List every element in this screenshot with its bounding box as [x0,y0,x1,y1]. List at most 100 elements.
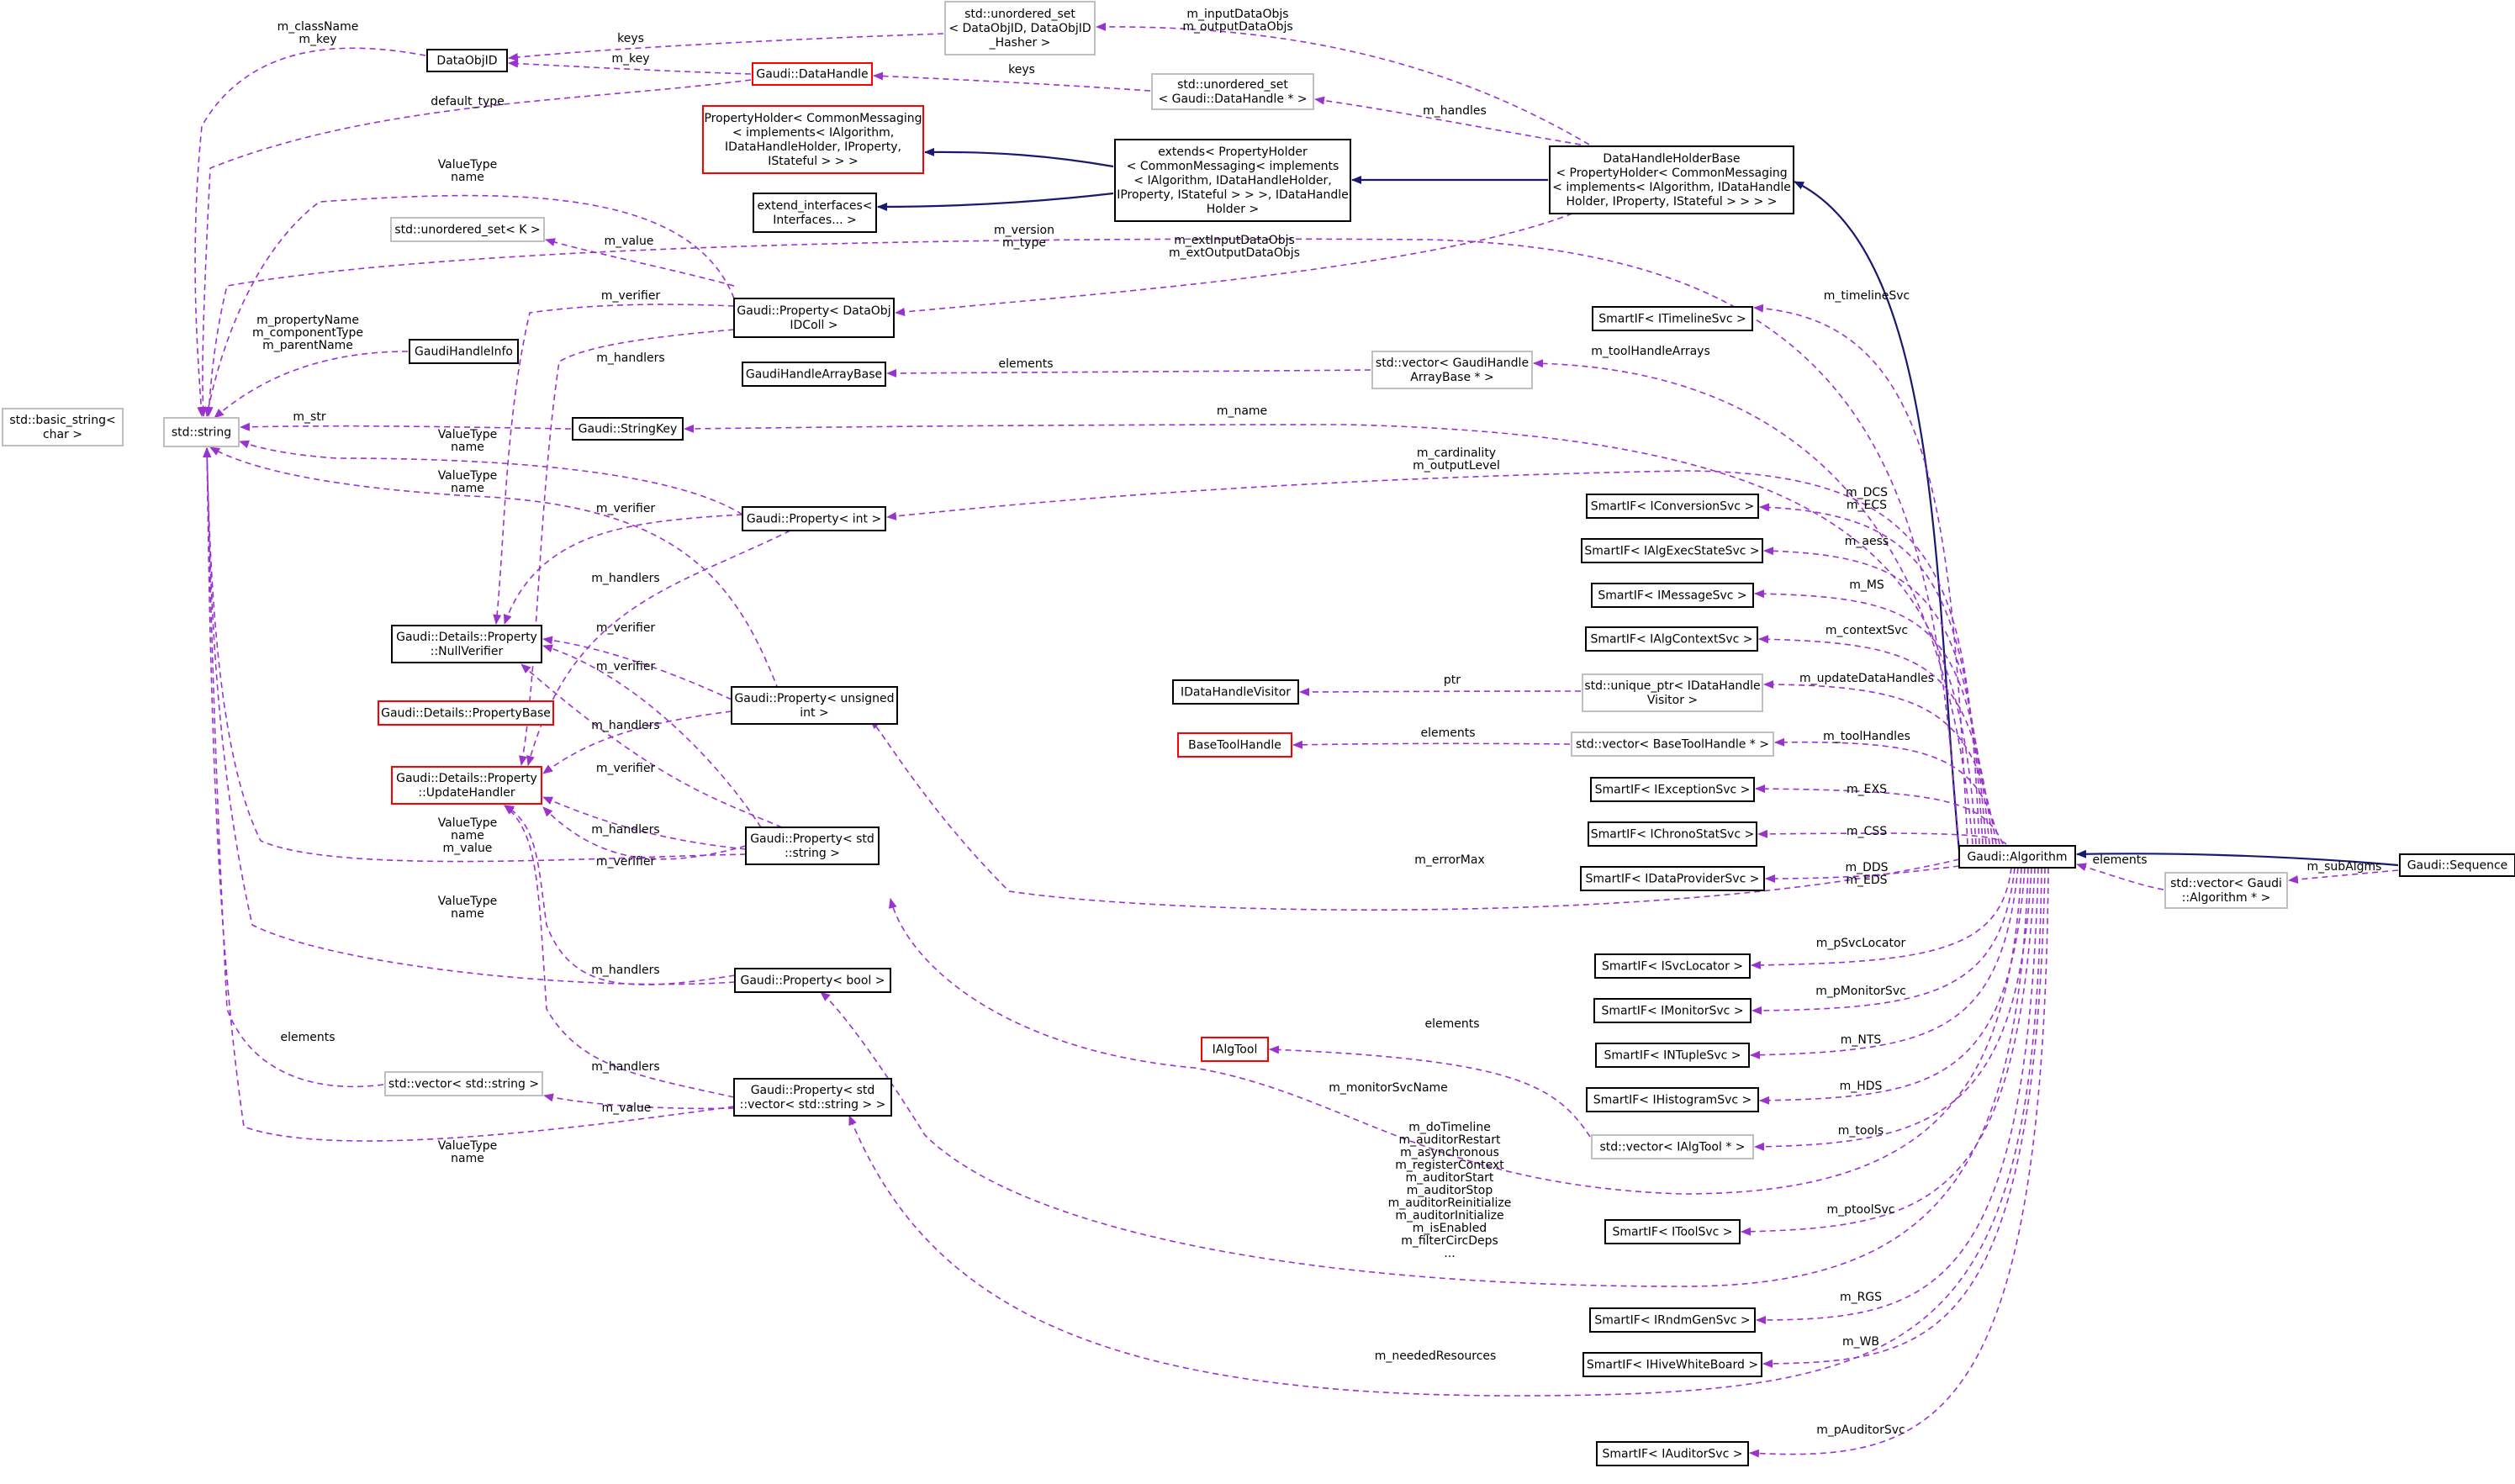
class-node-basetoolhandle[interactable]: BaseToolHandle [1177,732,1292,758]
class-node-box [426,49,508,72]
class-node-smartif-message[interactable]: SmartIF< IMessageSvc > [1591,583,1754,608]
class-node-algorithm[interactable]: Gaudi::Algorithm [1958,845,2076,869]
class-node-extend-interfaces[interactable]: extend_interfaces<Interfaces... > [753,193,877,233]
class-node-label: std::unordered_set< Gaudi::DataHandle * … [1158,78,1307,106]
class-node-box [752,62,873,86]
class-node-prop-vecstring[interactable]: Gaudi::Property< std::vector< std::strin… [733,1078,892,1117]
class-node-extends-ph[interactable]: extends< PropertyHolder< CommonMessaging… [1114,139,1351,222]
usage-edge [848,867,2042,1397]
class-node-ialgtool[interactable]: IAlgTool [1201,1037,1269,1062]
class-node-smartif-tool[interactable]: SmartIF< IToolSvc > [1604,1219,1741,1244]
class-node-std-string[interactable]: std::string [163,417,240,447]
class-node-gaudihandleinfo[interactable]: GaudiHandleInfo [409,339,519,364]
class-node-label: extends< PropertyHolder< CommonMessaging… [1117,145,1349,216]
usage-edge [684,424,1977,845]
class-node-label: SmartIF< IAlgExecStateSvc > [1584,545,1759,558]
class-node-box [1604,1219,1741,1244]
class-node-smartif-algcontext[interactable]: SmartIF< IAlgContextSvc > [1585,626,1758,652]
class-node-unordered-set-k[interactable]: std::unordered_set< K > [390,217,545,242]
edge-label-m-timelinesvc: m_timelineSvc [1824,289,1910,303]
class-node-unordered-set-dataobjid[interactable]: std::unordered_set< DataObjID, DataObjID… [944,1,1096,55]
class-node-vec-ialgtool[interactable]: std::vector< IAlgTool * > [1591,1134,1754,1159]
class-node-vec-gaudi-algorithm[interactable]: std::vector< Gaudi::Algorithm * > [2164,872,2288,909]
class-node-smartif-histogram[interactable]: SmartIF< IHistogramSvc > [1586,1087,1759,1112]
class-node-box [1958,845,2076,869]
usage-edge [545,238,735,287]
class-node-box [1172,679,1299,705]
class-node-label: SmartIF< IRndmGenSvc > [1594,1314,1750,1328]
class-node-vec-basetoolhandle[interactable]: std::vector< BaseToolHandle * > [1571,731,1774,757]
class-node-label: Gaudi::Details::PropertyBase [381,707,551,721]
class-node-smartif-ntuple[interactable]: SmartIF< INTupleSvc > [1595,1043,1750,1068]
class-node-dataobjid[interactable]: DataObjID [426,49,508,72]
class-node-label: std::vector< std::string > [388,1078,539,1091]
class-node-label: std::vector< Gaudi::Algorithm * > [2170,877,2282,905]
class-node-smartif-timeline[interactable]: SmartIF< ITimelineSvc > [1592,306,1753,331]
class-node-unordered-set-datahandle[interactable]: std::unordered_set< Gaudi::DataHandle * … [1151,73,1314,110]
edge-label-m-handlers-4: m_handlers [591,823,659,837]
edge-label-m-subalgms: m_subAlgms [2307,860,2382,874]
usage-edge [1762,867,2046,1368]
usage-edge [203,447,384,1088]
edge-label-m-verifier-1: m_verifier [601,289,661,303]
usage-edge [2288,869,2399,884]
class-node-box [1582,1352,1762,1377]
class-node-box [2,408,124,446]
class-node-smartif-hivewb[interactable]: SmartIF< IHiveWhiteBoard > [1582,1352,1762,1377]
class-node-box [1571,731,1774,757]
class-node-smartif-svclocator[interactable]: SmartIF< ISvcLocator > [1594,953,1751,979]
class-node-smartif-rndm[interactable]: SmartIF< IRndmGenSvc > [1589,1307,1756,1333]
class-node-box [1549,145,1794,214]
class-node-prop-int[interactable]: Gaudi::Property< int > [742,506,886,531]
class-node-label: DataHandleHolderBase< PropertyHolder< Co… [1552,152,1791,209]
class-node-smartif-conversion[interactable]: SmartIF< IConversionSvc > [1586,494,1759,519]
usage-edge [1292,740,1571,749]
class-node-idatahandlevisitor[interactable]: IDataHandleVisitor [1172,679,1299,705]
class-node-prop-stdstring[interactable]: Gaudi::Property< std::string > [745,826,880,865]
class-node-smartif-dataprovider[interactable]: SmartIF< IDataProviderSvc > [1580,866,1765,891]
class-node-basic-string[interactable]: std::basic_string<char > [2,408,124,446]
usage-edge [203,447,736,985]
class-node-box [1177,732,1292,758]
edge-label-elements-vecstr: elements [280,1031,335,1044]
class-node-datahandleholderbase[interactable]: DataHandleHolderBase< PropertyHolder< Co… [1549,145,1794,214]
usage-edge [1755,784,2004,845]
class-node-smartif-monitor[interactable]: SmartIF< IMonitorSvc > [1593,998,1752,1023]
class-node-datahandle[interactable]: Gaudi::DataHandle [752,62,873,86]
edge-label-m-value-1: m_value [605,235,654,248]
usage-edge [542,644,762,828]
class-node-label: Gaudi::Property< std::vector< std::strin… [740,1084,886,1112]
class-node-nullverifier[interactable]: Gaudi::Details::Property::NullVerifier [391,625,542,663]
edge-label-m-tools: m_tools [1838,1124,1884,1138]
class-node-propertybase[interactable]: Gaudi::Details::PropertyBase [378,700,554,726]
class-node-smartif-exception[interactable]: SmartIF< IExceptionSvc > [1590,777,1755,802]
usage-edge [1763,547,1987,845]
class-node-smartif-algexec[interactable]: SmartIF< IAlgExecStateSvc > [1581,538,1763,563]
class-node-stringkey[interactable]: Gaudi::StringKey [572,417,684,441]
class-node-sequence[interactable]: Gaudi::Sequence [2399,853,2515,877]
usage-edge [1765,865,1960,883]
class-node-vec-string[interactable]: std::vector< std::string > [384,1071,543,1096]
class-node-gaudihandlearraybase[interactable]: GaudiHandleArrayBase [742,362,886,387]
class-node-box [1596,1441,1749,1466]
inheritance-edge [2076,849,2399,867]
class-node-prop-bool[interactable]: Gaudi::Property< bool > [734,968,891,993]
usage-edge [542,806,747,860]
class-node-label: Gaudi::Property< bool > [740,974,885,988]
class-node-smartif-chrono[interactable]: SmartIF< IChronoStatSvc > [1588,821,1757,847]
edge-label-m-value-2: m_value [602,1101,652,1115]
class-node-label: SmartIF< ITimelineSvc > [1598,313,1746,326]
class-node-propertyholder-cm[interactable]: PropertyHolder< CommonMessaging< impleme… [702,105,924,174]
class-node-updatehandler[interactable]: Gaudi::Details::Property::UpdateHandler [391,766,542,805]
usage-edge [1749,867,2049,1458]
class-node-smartif-auditor[interactable]: SmartIF< IAuditorSvc > [1596,1441,1749,1466]
